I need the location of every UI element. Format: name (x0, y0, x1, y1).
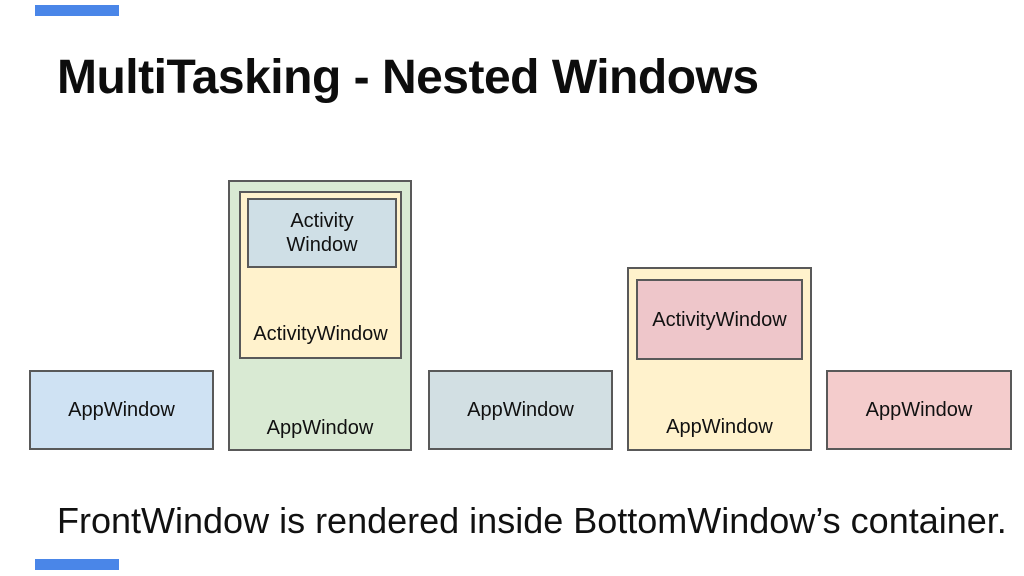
nested-activity-window-label: Activity Window (286, 209, 357, 257)
accent-bar-bottom (35, 559, 119, 570)
activity-window-4-box: ActivityWindow (636, 279, 803, 360)
app-window-2-box: Activity Window ActivityWindow AppWindow (228, 180, 412, 451)
app-window-3-box: AppWindow (428, 370, 613, 450)
slide-caption: FrontWindow is rendered inside BottomWin… (57, 500, 1007, 541)
activity-window-4-label: ActivityWindow (652, 308, 787, 331)
activity-window-2-box: Activity Window ActivityWindow (239, 191, 402, 359)
app-window-4-label: AppWindow (666, 416, 773, 438)
app-window-5-box: AppWindow (826, 370, 1012, 450)
app-window-2-label: AppWindow (266, 417, 374, 439)
app-window-1-label: AppWindow (68, 399, 175, 421)
app-window-3-label: AppWindow (467, 399, 574, 421)
activity-window-2-label: ActivityWindow (253, 323, 388, 345)
app-window-4-box: ActivityWindow AppWindow (627, 267, 812, 451)
nested-activity-window-label-line1: Activity (290, 210, 354, 232)
app-window-1-box: AppWindow (29, 370, 214, 450)
accent-bar-top (35, 5, 119, 16)
nested-activity-window-label-line2: Window (286, 234, 358, 256)
app-window-5-label: AppWindow (865, 399, 973, 421)
slide-title: MultiTasking - Nested Windows (57, 51, 759, 104)
nested-activity-window-box: Activity Window (247, 198, 397, 268)
